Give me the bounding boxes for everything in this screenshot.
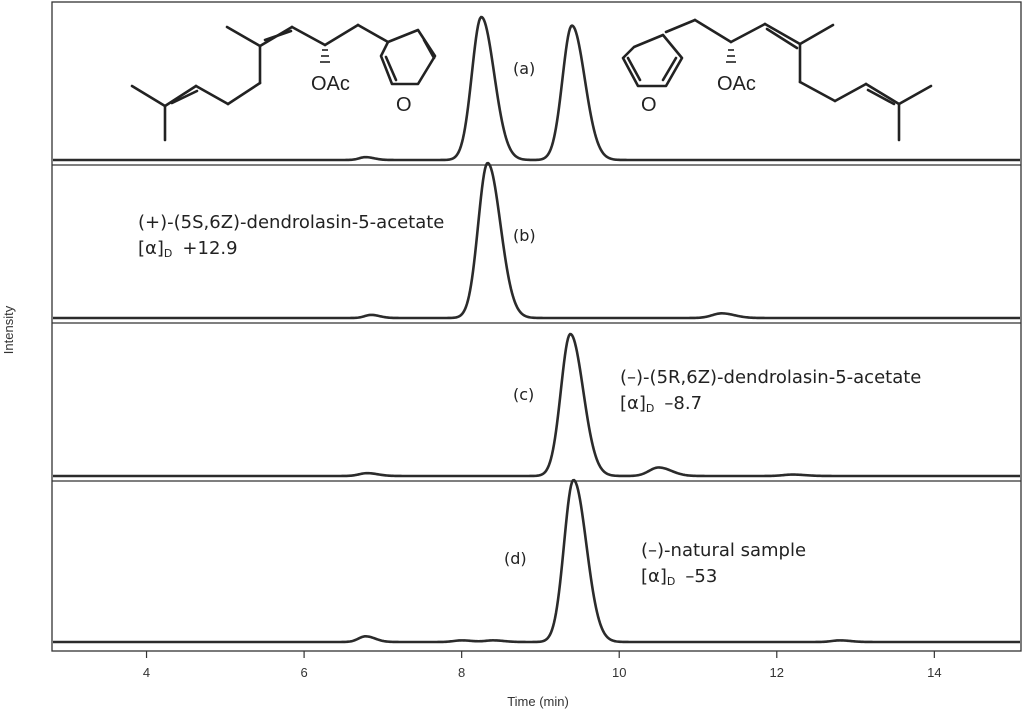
annotation-b: (+)-(5S,6Z)-dendrolasin-5-acetate [α]D +1… [138, 210, 444, 264]
annotation-c: (–)-(5R,6Z)-dendrolasin-5-acetate [α]D –8… [620, 365, 921, 419]
rotation-symbol-b: [α] [138, 238, 164, 259]
x-tick-label: 12 [770, 665, 784, 680]
x-axis-ticks: 4 6 8 10 12 14 [143, 651, 942, 680]
struct-label-oac-left: OAc [311, 73, 350, 95]
annotation-d: (–)-natural sample [α]D –53 [641, 538, 806, 592]
panel-label-d: (d) [504, 549, 527, 568]
y-axis-title: Intensity [1, 305, 16, 354]
rotation-symbol-c: [α] [620, 393, 646, 414]
rotation-c: [α]D –8.7 [620, 391, 921, 419]
hashed-bond-left [320, 49, 330, 63]
rotation-value-c: –8.7 [664, 393, 703, 414]
panel-label-a: (a) [513, 59, 536, 78]
rotation-sub-d: D [666, 575, 676, 588]
struct-label-o-right: O [641, 94, 657, 116]
panel-label-b: (b) [513, 226, 536, 245]
plot-frame [51, 1, 1022, 652]
x-tick-label: 6 [300, 665, 307, 680]
panel-label-c: (c) [513, 385, 535, 404]
compound-name-d: (–)-natural sample [641, 540, 807, 561]
compound-name-c: (–)-(5R,6Z)-dendrolasin-5-acetate [620, 367, 922, 388]
traces [52, 15, 1021, 644]
x-tick-label: 14 [927, 665, 941, 680]
rotation-b: [α]D +12.9 [138, 236, 444, 264]
x-tick-label: 8 [458, 665, 465, 680]
structure-5r-right [621, 18, 933, 142]
trace-a [52, 15, 1021, 162]
x-axis-title: Time (min) [507, 694, 569, 709]
trace-d [52, 478, 1021, 644]
trace-c [52, 332, 1021, 478]
x-tick-label: 10 [612, 665, 626, 680]
rotation-d: [α]D –53 [641, 564, 806, 592]
rotation-sub-b: D [163, 247, 173, 260]
x-tick-label: 4 [143, 665, 150, 680]
trace-b [52, 161, 1021, 320]
plot-border [51, 1, 1022, 652]
rotation-sub-c: D [645, 402, 655, 415]
struct-label-o-left: O [396, 94, 412, 116]
hashed-bond-right [726, 49, 736, 63]
compound-name-b: (+)-(5S,6Z)-dendrolasin-5-acetate [138, 212, 445, 233]
structure-5s-left [130, 23, 437, 142]
rotation-symbol-d: [α] [641, 566, 667, 587]
rotation-value-d: –53 [685, 566, 718, 587]
rotation-value-b: +12.9 [182, 238, 238, 259]
struct-label-oac-right: OAc [717, 73, 756, 95]
